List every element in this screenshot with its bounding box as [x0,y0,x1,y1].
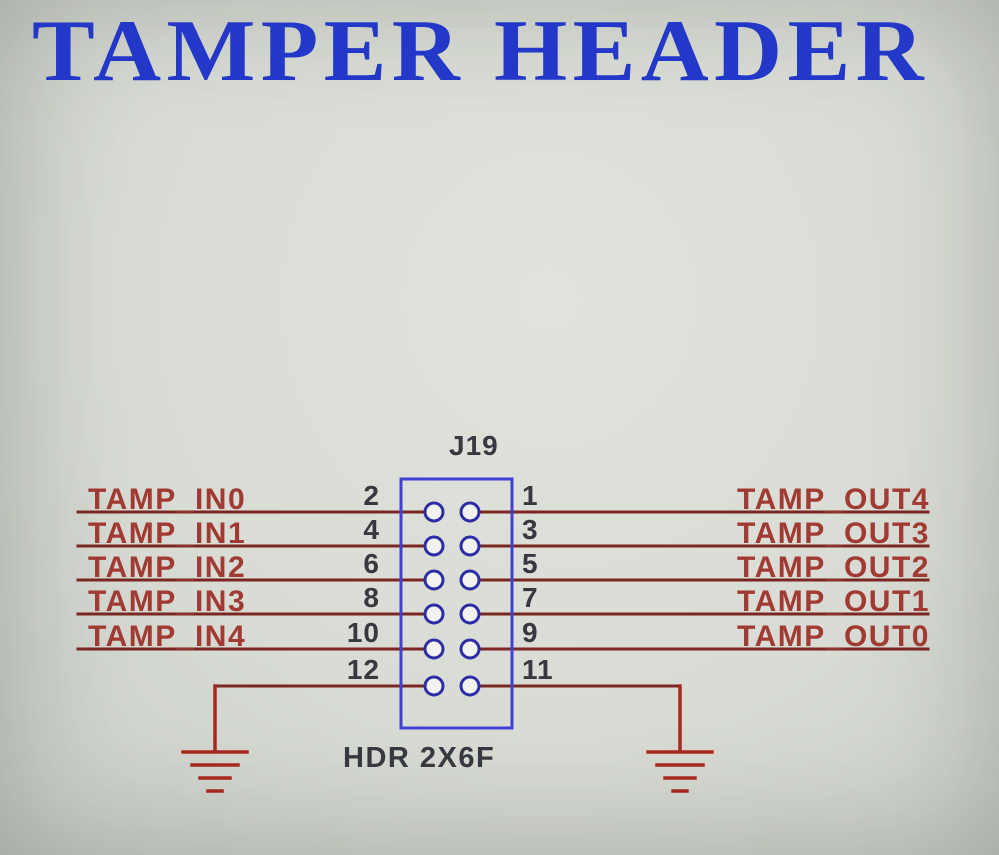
pin-number-9: 9 [522,617,539,648]
refdes-label: J19 [449,430,499,461]
pin-number-6: 6 [363,548,380,579]
pin-circle-2 [423,501,445,523]
pin-number-12: 12 [346,654,380,685]
part-number-label: HDR 2X6F [343,742,496,774]
pin-circle-7 [459,603,481,625]
pin-number-10: 10 [346,617,380,648]
pin-circle-4 [423,535,445,557]
pin-circle-1 [459,501,481,523]
pin-number-3: 3 [522,514,539,545]
pin-number-5: 5 [522,548,539,579]
net-label-tamp-in1: TAMP_IN1 [88,517,247,550]
left-wires [76,510,436,688]
pin-number-2: 2 [363,480,380,511]
net-label-tamp-in2: TAMP_IN2 [88,551,247,584]
net-label-tamp-out4: TAMP_OUT4 [737,483,930,516]
net-label-tamp-in4: TAMP_IN4 [88,620,247,653]
ground-symbol-left [181,684,249,793]
pin-circle-8 [423,603,445,625]
pin-circle-11 [459,675,481,697]
net-label-tamp-out0: TAMP_OUT0 [737,620,930,653]
pin-number-7: 7 [522,582,539,613]
net-label-tamp-out2: TAMP_OUT2 [737,551,930,584]
pin-circle-6 [423,569,445,591]
pin-circles [423,501,481,697]
net-label-tamp-out3: TAMP_OUT3 [737,517,930,550]
net-label-tamp-in0: TAMP_IN0 [88,483,247,516]
connector-body [399,477,514,730]
pin-circle-5 [459,569,481,591]
pin-number-11: 11 [522,654,554,685]
pin-number-1: 1 [522,480,539,511]
net-label-tamp-in3: TAMP_IN3 [88,585,247,618]
pin-circle-3 [459,535,481,557]
ground-symbol-right [646,684,714,793]
page-title: TAMPER HEADER [32,3,929,100]
pin-number-4: 4 [363,514,380,545]
right-wires [468,510,930,688]
net-label-tamp-out1: TAMP_OUT1 [737,585,930,618]
pin-circle-12 [423,675,445,697]
pin-circle-9 [459,638,481,660]
pin-number-8: 8 [363,582,380,613]
pin-circle-10 [423,638,445,660]
